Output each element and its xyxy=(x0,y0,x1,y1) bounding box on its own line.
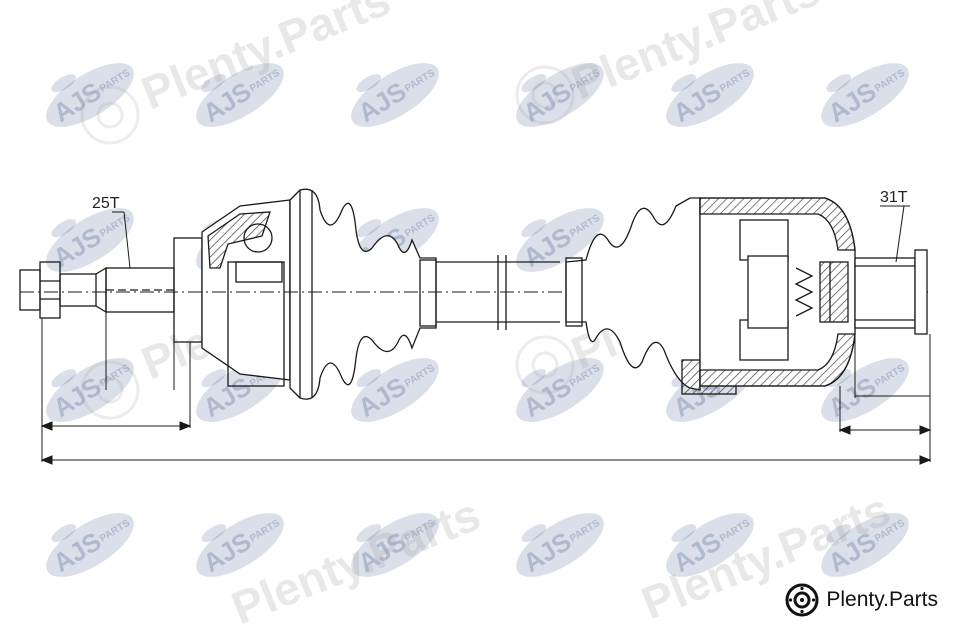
watermark-text: Plenty.Parts xyxy=(224,488,487,635)
inner-cv-joint xyxy=(699,197,856,387)
dimension-lines xyxy=(40,205,932,465)
brake-disc-icon xyxy=(785,583,819,617)
brand-logo[interactable]: Plenty.Parts xyxy=(784,582,938,618)
inner-stub xyxy=(854,249,928,335)
left-spline-label: 25T xyxy=(92,195,120,212)
shaft-bar xyxy=(20,255,930,330)
outer-cv-joint xyxy=(201,199,291,387)
brand-name: Plenty.Parts xyxy=(826,588,938,611)
right-spline-label: 31T xyxy=(880,189,908,206)
outer-boot xyxy=(289,188,437,400)
shaft-assembly: 25T 31T xyxy=(19,188,932,465)
